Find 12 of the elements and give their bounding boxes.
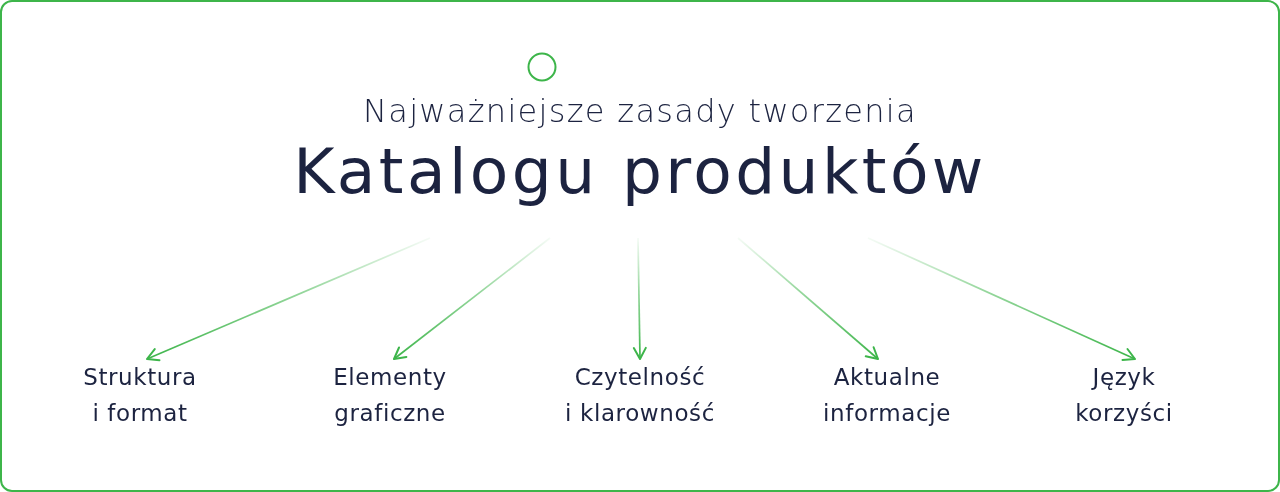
topic-label: Aktualne informacje: [823, 359, 951, 431]
arrow: [146, 237, 431, 362]
topic-label: Czytelność i klarowność: [565, 359, 715, 431]
topic-label: Struktura i format: [83, 359, 197, 431]
arrow: [632, 237, 647, 360]
arrow: [737, 237, 879, 360]
heading: Katalogu produktów: [293, 138, 987, 206]
arrow: [393, 237, 551, 360]
topic-label: Język korzyści: [1075, 359, 1173, 431]
topic-label: Elementy graficzne: [333, 359, 447, 431]
arrow: [867, 237, 1136, 361]
subtitle: Najważniejsze zasady tworzenia: [363, 92, 917, 130]
